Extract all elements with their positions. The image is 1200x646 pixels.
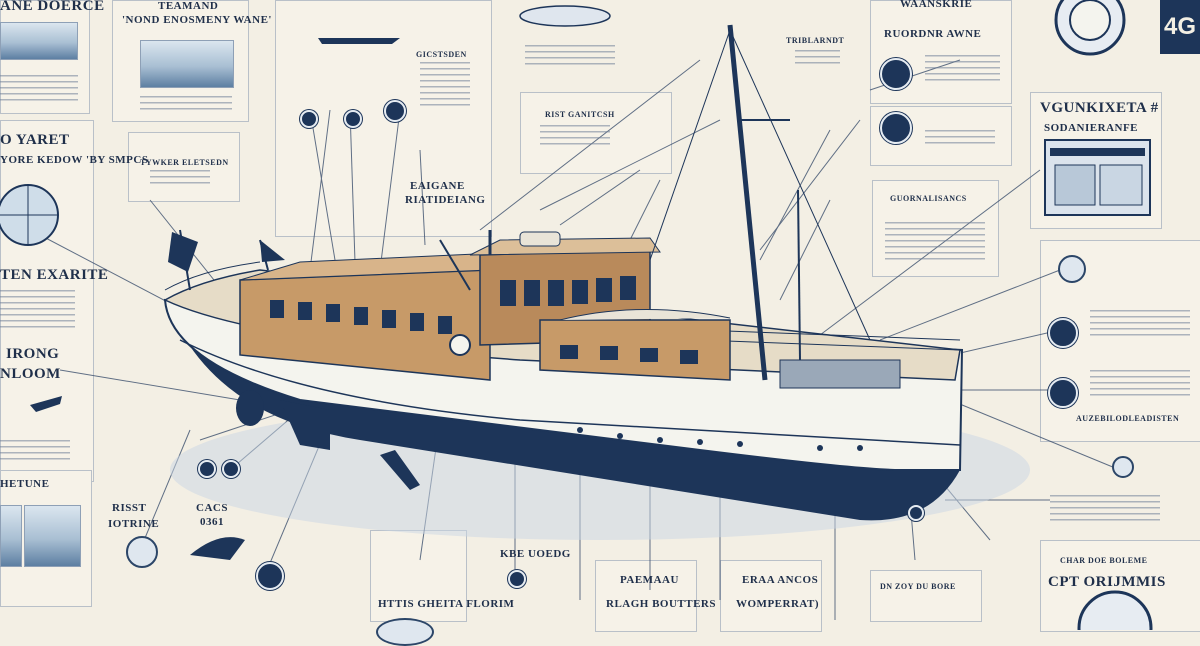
bottom-center-label-3: PAEMAAU: [620, 574, 679, 586]
bottom-left-label-3: CACS: [196, 502, 228, 514]
marker-dot: [1048, 318, 1078, 348]
bottom-right-frame-b: [870, 570, 982, 622]
bottom-center-label-2: HTTIS GHEITA FLORIM: [378, 598, 515, 610]
center-label-1: GICSTSDEN: [416, 50, 467, 59]
text-lines: [0, 290, 75, 330]
center-label-2: EAIGANE: [410, 180, 465, 192]
marker-ring: [376, 618, 434, 646]
marker-dot: [880, 112, 912, 144]
right-label-1: WAANSKRIE: [900, 0, 973, 10]
bottom-right-label-3: CHAR DOE BOLEME: [1060, 556, 1148, 565]
right-side-label-1: AUZEBILODLEADISTEN: [1076, 414, 1180, 423]
bottom-left-photo-b: [24, 505, 81, 567]
marker-dot: [222, 460, 240, 478]
right-label-3: VGUNKIXETA #: [1040, 100, 1159, 116]
left-header: ANE DOERCE: [0, 0, 105, 14]
marker-dot: [198, 460, 216, 478]
mid-left-card: [128, 132, 240, 202]
bottom-left-label-1: RISST: [112, 502, 147, 514]
marker-dot: [256, 562, 284, 590]
text-lines: [525, 45, 615, 65]
marker-ring: [1112, 456, 1134, 478]
right-label-2: RUORDNR AWNE: [884, 28, 982, 40]
text-lines: [0, 75, 78, 105]
text-lines: [1050, 495, 1160, 525]
bottom-center-label-4: RLAGH BOUTTERS: [606, 598, 716, 610]
anchor-icon: [190, 537, 245, 560]
marker-ring: [126, 536, 158, 568]
marker-dot: [908, 505, 924, 521]
center-label-4: RIST GANITCSH: [545, 110, 615, 119]
bottom-left-label-2: IOTRINE: [108, 518, 160, 530]
right-label-4: SODANIERANFE: [1044, 122, 1139, 134]
corner-tag: 4G: [1160, 0, 1200, 54]
bottom-right-label-1: DN ZOY DU BORE: [880, 582, 956, 591]
bottom-center-label-5: ERAA ANCOS: [742, 574, 819, 586]
marker-dot: [508, 570, 526, 588]
card-photo: [140, 40, 234, 88]
right-label-5: GUORNALISANCS: [890, 194, 967, 203]
text-lines: [795, 50, 840, 66]
bottom-center-label-1: KBE UOEDG: [500, 548, 571, 560]
flag-icon: [168, 232, 198, 272]
marker-ring: [1058, 255, 1086, 283]
card-title-2: 'NOND ENOSMENY WANE': [122, 14, 272, 26]
mid-card-title: TYWKER ELETSEDN: [140, 158, 229, 167]
left-label-5: NLOOM: [0, 366, 61, 382]
center-label-3: RIATIDEIANG: [405, 194, 486, 206]
marker-dot: [880, 58, 912, 90]
boat-diagram: [0, 0, 1153, 630]
left-label-6: HETUNE: [0, 478, 50, 490]
text-lines: [540, 125, 610, 145]
text-lines: [140, 96, 232, 112]
text-lines: [885, 222, 985, 262]
text-lines: [1090, 370, 1190, 400]
card-title-1: TEAMAND: [158, 0, 219, 12]
center-label-5: TRIBLARNDT: [786, 36, 845, 45]
bottom-center-label-6: WOMPERRAT): [736, 598, 820, 610]
text-lines: [420, 62, 470, 106]
marker-dot: [384, 100, 406, 122]
text-lines: [925, 55, 1000, 85]
left-label-1: O YARET: [0, 132, 70, 148]
bottom-left-photo-a: [0, 505, 22, 567]
bottom-center-frame-a: [370, 530, 467, 622]
left-label-4: IRONG: [6, 346, 60, 362]
marker-dot: [344, 110, 362, 128]
top-left-photo: [0, 22, 78, 60]
text-lines: [150, 170, 210, 188]
marker-dot: [1048, 378, 1078, 408]
left-label-3: TEN EXARITE: [0, 267, 109, 283]
marker-dot: [300, 110, 318, 128]
text-lines: [0, 440, 70, 460]
bottom-center-frame-b: [595, 560, 697, 632]
bottom-right-label-2: CPT ORIJMMIS: [1048, 574, 1166, 590]
text-lines: [925, 130, 995, 146]
bottom-left-label-4: 0361: [200, 516, 224, 528]
text-lines: [1090, 310, 1190, 340]
left-label-2: YORE KEDOW 'BY SMPCS: [0, 154, 149, 166]
